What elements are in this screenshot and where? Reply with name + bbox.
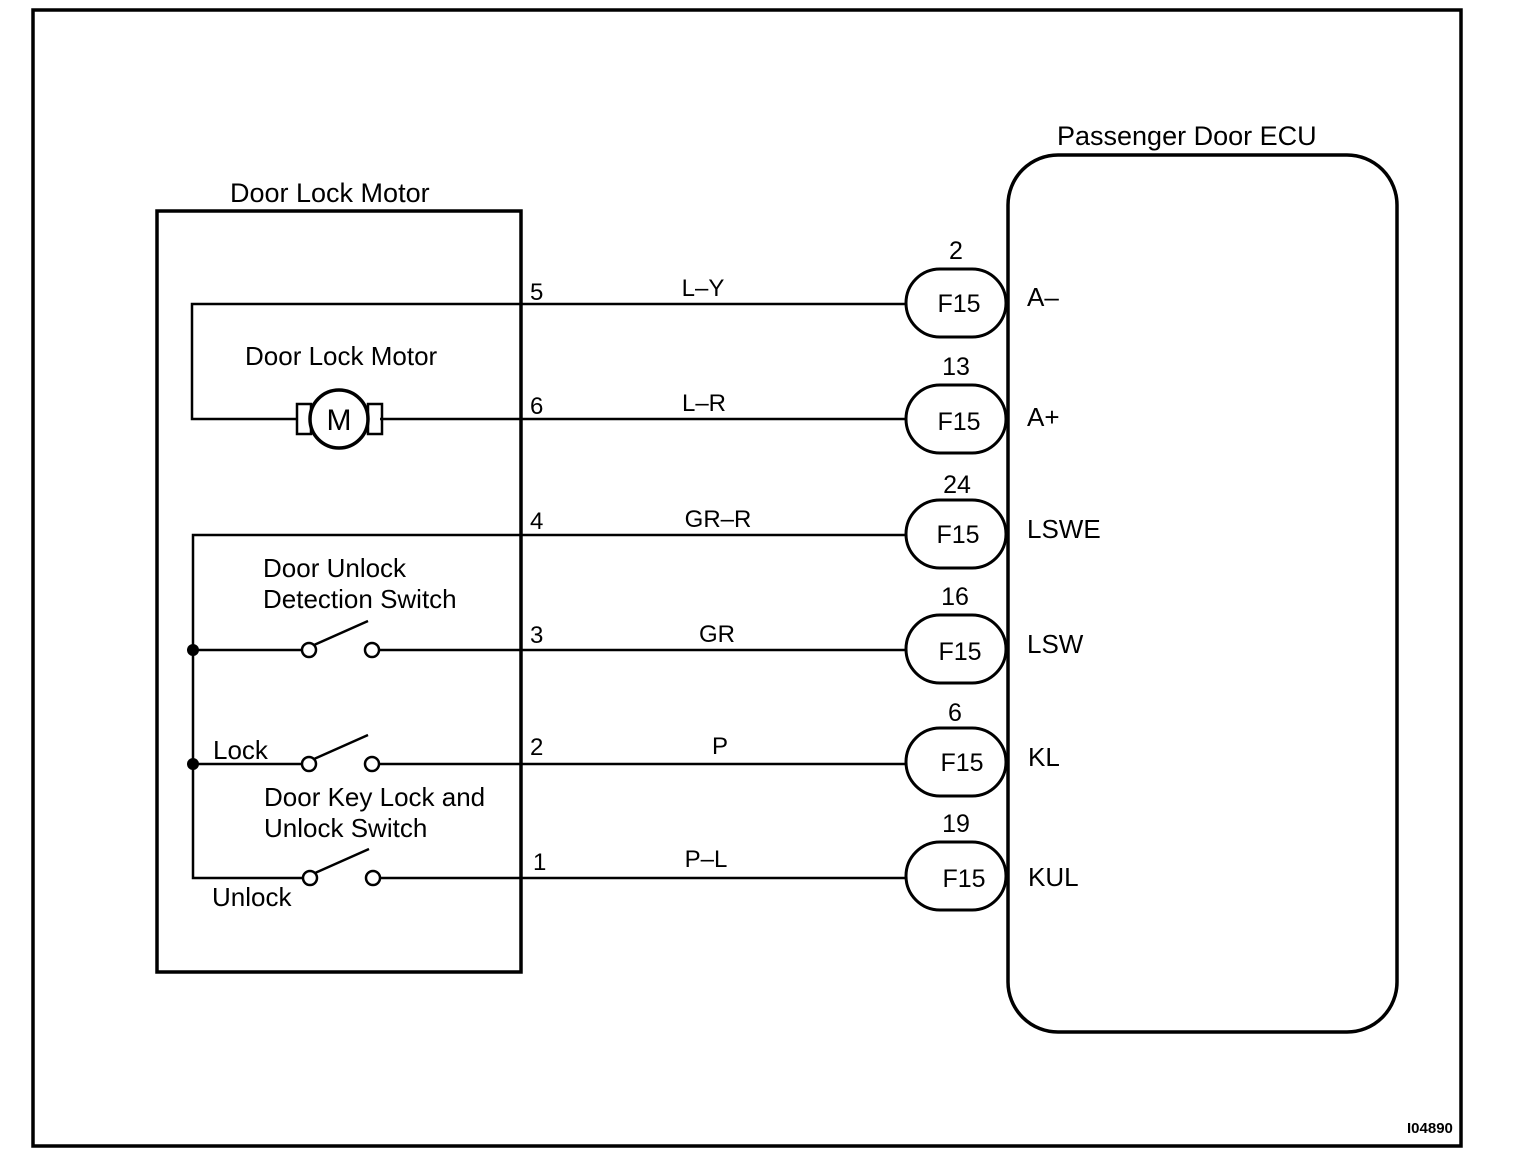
unlock-detection-switch [193,619,521,659]
ecu-terminal: LSWE [1027,514,1101,544]
ecu-pin-number: 24 [943,471,971,499]
circuit-pin1: 1 P–L 19 F15 KUL [521,810,1079,912]
ecu-terminal: A– [1027,282,1059,312]
unlock-label: Unlock [212,882,292,912]
switch-common-bus [191,533,521,880]
door-lock-motor-assembly: Door Lock Motor Door Lock Motor M Door U… [155,178,523,974]
ecu-pin-number: 16 [941,583,969,611]
motor-pin-number: 6 [530,393,543,420]
motor-pin-number: 1 [533,849,546,876]
wire-color: GR [699,621,735,648]
connector-f15 [904,840,1008,912]
ecu-pin-number: 19 [942,810,970,838]
wire-color: L–Y [682,275,725,302]
figure-code: I04890 [1407,1120,1453,1137]
connector-f15 [904,383,1008,455]
connector-label: F15 [938,638,981,666]
wire-color: L–R [682,390,726,417]
ecu-terminal: LSW [1027,629,1084,659]
circuit-pin4: 4 GR–R 24 F15 LSWE [521,471,1101,570]
connector-f15 [904,498,1008,570]
motor-assembly-title: Door Lock Motor [230,178,430,208]
connector-f15 [904,726,1008,798]
connector-label: F15 [936,521,979,549]
passenger-door-ecu: Passenger Door ECU [1006,121,1399,1034]
ecu-terminal: KL [1028,742,1060,772]
motor-loop-wire [190,302,521,421]
wire-color: GR–R [685,506,752,533]
unlock-detection-switch-label-1: Door Unlock [263,553,407,583]
ecu-pin-number: 6 [948,699,962,727]
connector-label: F15 [942,865,985,893]
motor-pin-number: 5 [530,279,543,306]
motor-pin-number: 3 [530,622,543,649]
connector-label: F15 [937,290,980,318]
key-switch-label-1: Door Key Lock and [264,782,485,812]
motor-pin-number: 4 [530,508,543,535]
motor-assembly-box [155,209,523,974]
connector-label: F15 [940,749,983,777]
door-key-lock-switch [193,733,521,773]
circuit-pin2: 2 P 6 F15 KL [521,699,1060,798]
lock-label: Lock [213,735,269,765]
ecu-pin-number: 2 [949,237,963,265]
motor-label: Door Lock Motor [245,341,438,371]
motor-symbol-letter: M [327,404,352,437]
connector-f15 [904,267,1008,339]
circuit-pin3: 3 GR 16 F15 LSW [521,583,1084,685]
connector-f15 [904,613,1008,685]
figure-frame [31,8,1463,1148]
door-key-unlock-switch [301,847,521,887]
wire-color: P–L [685,846,728,873]
motor-symbol: M [295,388,384,450]
unlock-detection-switch-label-2: Detection Switch [263,584,457,614]
ecu-title: Passenger Door ECU [1057,121,1317,151]
connector-label: F15 [937,408,980,436]
wire-color: P [712,733,728,760]
key-switch-label-2: Unlock Switch [264,813,427,843]
ecu-pin-number: 13 [942,353,970,381]
ecu-terminal: A+ [1027,402,1060,432]
circuit-pin6: 6 L–R 13 F15 A+ [521,353,1060,455]
ecu-terminal: KUL [1028,862,1079,892]
motor-pin-number: 2 [530,734,543,761]
circuit-pin5: 5 L–Y 2 F15 A– [521,237,1059,339]
ecu-box [1006,153,1399,1034]
